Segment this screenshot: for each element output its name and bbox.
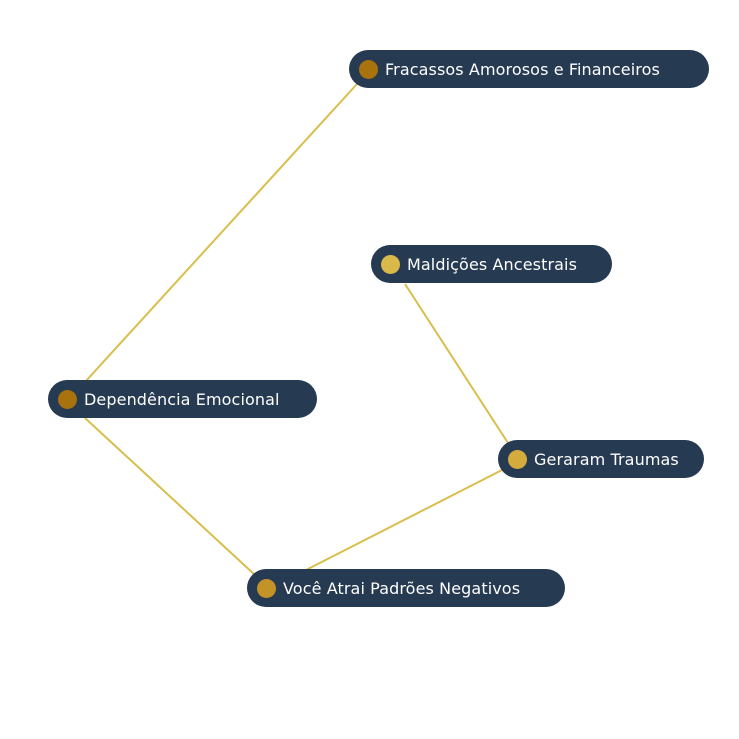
node-label: Fracassos Amorosos e Financeiros	[385, 59, 660, 79]
node-dot-icon	[359, 59, 378, 79]
edge-geraram-maldicoes	[404, 283, 509, 444]
node-label: Maldições Ancestrais	[407, 254, 578, 274]
node-label: Você Atrai Padrões Negativos	[283, 578, 521, 598]
edge-voce-geraram	[305, 469, 503, 571]
node-dot-icon	[381, 254, 400, 274]
node-geraram-traumas[interactable]: Geraram Traumas	[498, 440, 704, 478]
node-fracassos-amorosos-e-financeiros[interactable]: Fracassos Amorosos e Financeiros	[349, 50, 709, 88]
node-label: Geraram Traumas	[534, 449, 679, 469]
node-dot-icon	[58, 389, 77, 409]
edge-dependencia-voce	[84, 417, 256, 576]
node-label: Dependência Emocional	[84, 389, 280, 409]
node-voce-atrai-padroes-negativos[interactable]: Você Atrai Padrões Negativos	[247, 569, 565, 607]
node-dot-icon	[508, 449, 527, 469]
node-maldicoes-ancestrais[interactable]: Maldições Ancestrais	[371, 245, 612, 283]
node-dependencia-emocional[interactable]: Dependência Emocional	[48, 380, 317, 418]
node-dot-icon	[257, 578, 276, 598]
edge-fracassos-dependencia	[84, 83, 358, 383]
